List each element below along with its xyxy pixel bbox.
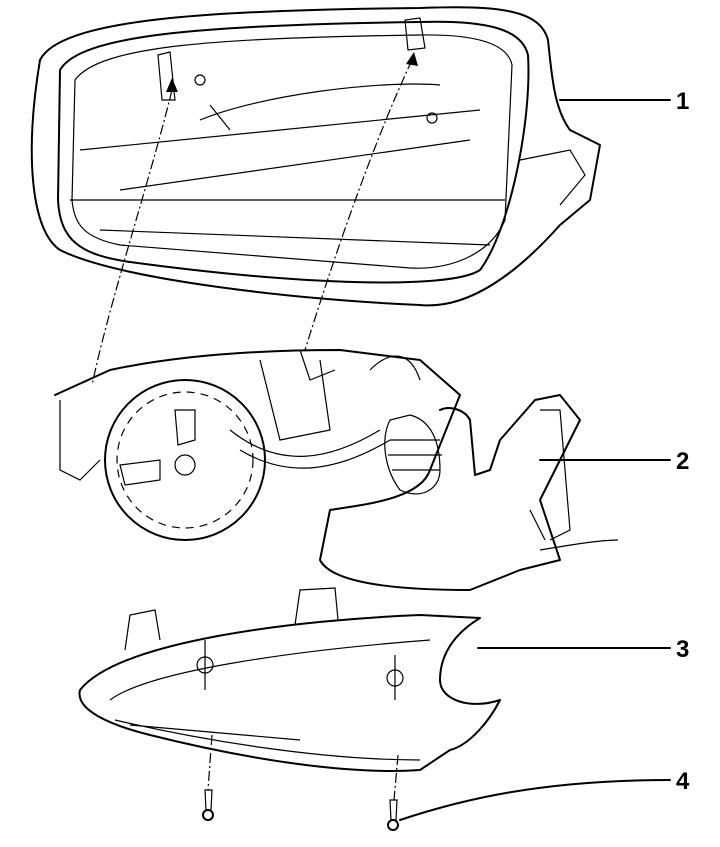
part-label-4: 4: [676, 768, 690, 795]
part-4-screws: [202, 779, 671, 831]
part-label-3: 3: [676, 636, 690, 663]
part-2-mechanism: [54, 349, 671, 591]
part-label-2: 2: [676, 448, 690, 475]
part-1-mirror-housing: [30, 6, 671, 307]
part-3-trim-cover: [78, 587, 671, 772]
part-label-1: 1: [676, 88, 690, 115]
